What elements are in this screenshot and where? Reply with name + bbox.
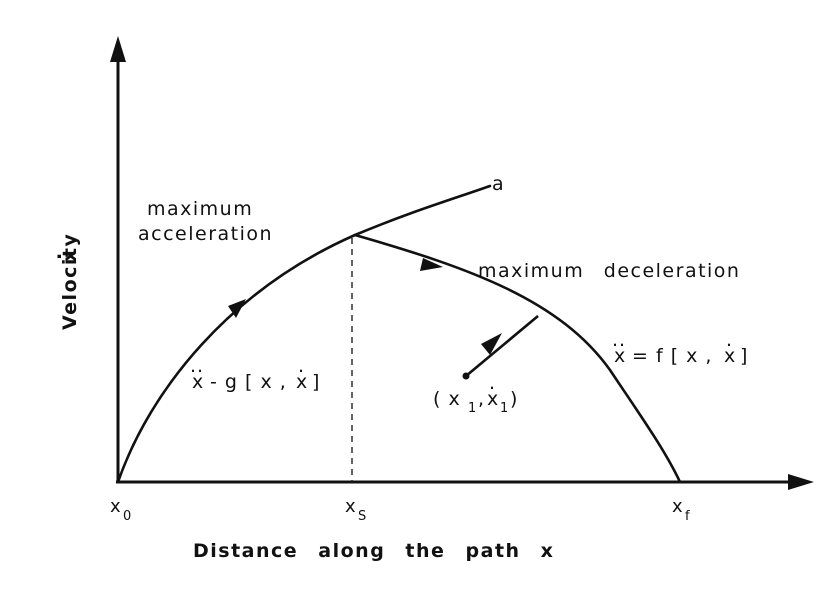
y-axis-symbol: x .: [44, 248, 81, 262]
tick-x0: x: [110, 496, 121, 517]
point-label-sub1: 1: [468, 401, 476, 416]
svg-text:x: x: [59, 248, 81, 262]
decel-eq-close: ]: [740, 345, 748, 367]
accel-eq-lhs-dots: ..: [190, 355, 204, 377]
deceleration-curve: [353, 233, 682, 484]
tick-xs-sub: S: [358, 509, 366, 524]
tick-x0-sub: 0: [123, 509, 131, 524]
point-trajectory: [465, 315, 539, 377]
point-label-comma: ,: [478, 388, 485, 410]
point-label-open: ( x: [433, 388, 461, 410]
decel-eq-rhs: = f [ x ,: [632, 345, 712, 367]
y-axis-arrowhead: [110, 36, 126, 62]
accel-eq-close: ]: [312, 371, 320, 393]
acceleration-curve: [116, 184, 492, 484]
tick-xf: x: [672, 496, 683, 517]
point-label-xdot-dot: .: [489, 372, 496, 394]
accel-eq-lhs: x: [192, 371, 204, 393]
deceleration-annotation: maximum deceleration: [478, 260, 740, 282]
svg-text:.: .: [44, 251, 66, 260]
decel-eq-lhs-dots: ..: [612, 329, 626, 351]
point-label-close: ): [510, 388, 518, 410]
accel-eq-xdot-dot: .: [298, 355, 305, 377]
decel-eq-xdot-dot: .: [726, 329, 733, 351]
curve-label-a: a: [492, 173, 505, 195]
accel-eq-rhs: - g [ x ,: [210, 371, 287, 393]
x-axis-label: Distance along the path x: [193, 540, 554, 562]
tick-xf-sub: f: [685, 509, 690, 524]
point-label-sub2: 1: [500, 401, 508, 416]
x-axis-arrowhead: [788, 474, 814, 490]
decel-eq-lhs: x: [614, 345, 626, 367]
accel-eq-xdot: x: [296, 371, 308, 393]
svg-text:Velocity: Velocity: [59, 233, 81, 330]
y-axis-label: Velocity: [59, 233, 81, 330]
acceleration-annotation-line1: maximum: [147, 198, 253, 220]
point-label-xdot: x: [487, 388, 499, 410]
tick-xs: x: [345, 496, 356, 517]
deceleration-direction-arrow: [420, 258, 443, 271]
acceleration-direction-arrow: [228, 299, 246, 318]
point-trajectory-arrow: [481, 333, 502, 355]
decel-eq-xdot: x: [724, 345, 736, 367]
acceleration-annotation-line2: acceleration: [138, 223, 273, 245]
